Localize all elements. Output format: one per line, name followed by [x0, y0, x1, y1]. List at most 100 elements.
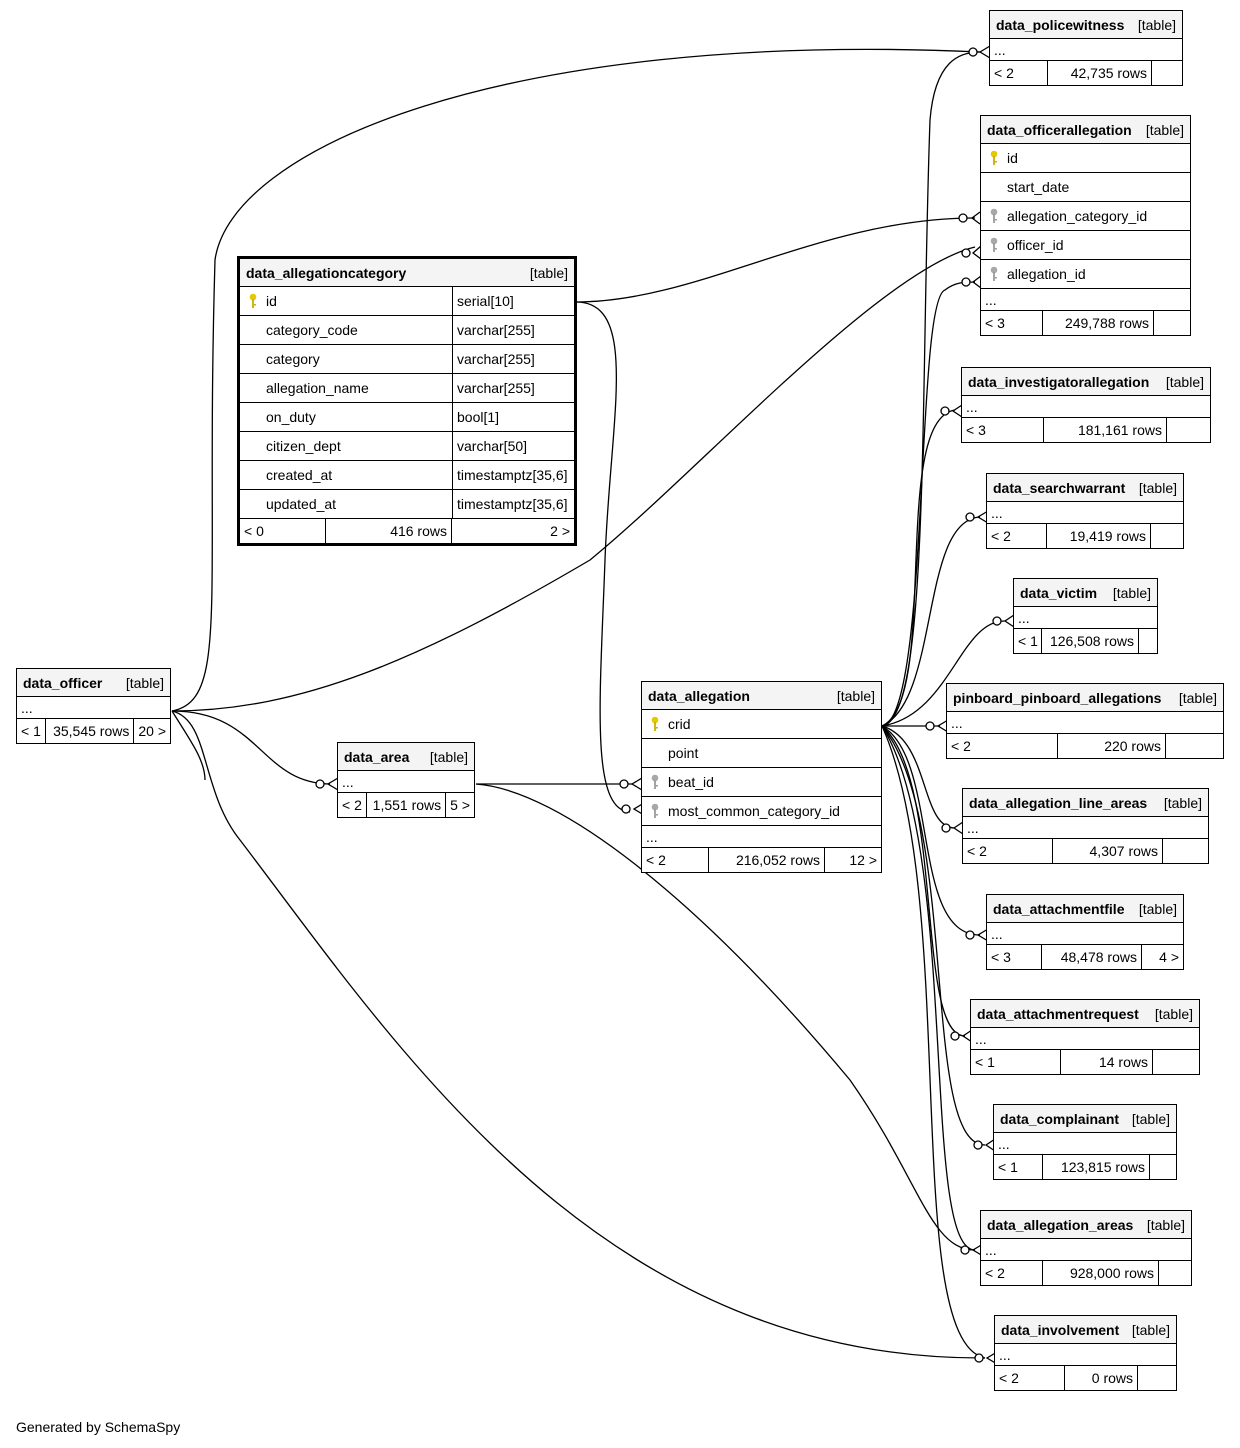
child-count[interactable]: 5 >	[450, 797, 470, 813]
row-count: 35,545 rows	[46, 719, 135, 743]
column-row[interactable]: citizen_dept varchar[50]	[240, 432, 574, 461]
column-row[interactable]: most_common_category_id	[642, 797, 881, 826]
column-name: crid	[668, 716, 691, 732]
child-count[interactable]	[1166, 734, 1223, 758]
primary-key-icon	[642, 716, 668, 732]
column-row[interactable]: category_code varchar[255]	[240, 316, 574, 345]
column-row[interactable]: allegation_category_id	[981, 202, 1190, 231]
table-footer: < 3 48,478 rows 4 >	[987, 945, 1183, 969]
parent-count[interactable]: < 2	[338, 793, 367, 817]
parent-count[interactable]: < 2	[642, 848, 709, 872]
table-name: data_area	[344, 748, 410, 765]
child-count[interactable]	[1153, 1050, 1199, 1074]
child-count[interactable]	[1163, 839, 1208, 863]
columns-ellipsis: ...	[990, 39, 1182, 61]
child-count[interactable]: 12 >	[849, 852, 877, 868]
table-data-allegation-areas[interactable]: data_allegation_areas [table] ... < 2 92…	[980, 1210, 1192, 1286]
generator-credit: Generated by SchemaSpy	[16, 1419, 181, 1435]
column-row[interactable]: point	[642, 739, 881, 768]
row-count: 4,307 rows	[1053, 839, 1163, 863]
table-footer: < 2 928,000 rows	[981, 1261, 1191, 1285]
parent-count[interactable]: < 2	[981, 1261, 1043, 1285]
table-footer: < 2 220 rows	[947, 734, 1223, 758]
table-footer: < 1 123,815 rows	[994, 1155, 1176, 1179]
child-count[interactable]	[1159, 1261, 1191, 1285]
child-count[interactable]	[1167, 418, 1210, 442]
column-row[interactable]: officer_id	[981, 231, 1190, 260]
table-footer: < 2 0 rows	[995, 1366, 1176, 1390]
column-name: allegation_id	[1007, 266, 1086, 282]
parent-count[interactable]: < 3	[962, 418, 1044, 442]
parent-count[interactable]: < 3	[987, 945, 1042, 969]
table-header: data_investigatorallegation [table]	[962, 368, 1210, 396]
table-data-officerallegation[interactable]: data_officerallegation [table] id start_…	[980, 115, 1191, 336]
table-data-victim[interactable]: data_victim [table] ... < 1 126,508 rows	[1013, 578, 1158, 654]
column-row[interactable]: allegation_name varchar[255]	[240, 374, 574, 403]
table-data-area[interactable]: data_area [table] ... < 2 1,551 rows 5 >	[337, 742, 475, 818]
table-data-officer[interactable]: data_officer [table] ... < 1 35,545 rows…	[16, 668, 171, 744]
parent-count[interactable]: < 1	[994, 1155, 1043, 1179]
column-row[interactable]: created_at timestamptz[35,6]	[240, 461, 574, 490]
child-count[interactable]	[1152, 61, 1182, 85]
child-count[interactable]	[1154, 311, 1190, 335]
table-name: pinboard_pinboard_allegations	[953, 689, 1162, 706]
table-data-involvement[interactable]: data_involvement [table] ... < 2 0 rows	[994, 1315, 1177, 1391]
parent-count[interactable]: < 2	[995, 1366, 1065, 1390]
table-data-allegation-line-areas[interactable]: data_allegation_line_areas [table] ... <…	[962, 788, 1209, 864]
columns-ellipsis: ...	[987, 502, 1183, 524]
parent-count[interactable]: < 2	[990, 61, 1048, 85]
table-header: data_allegation [table]	[642, 682, 881, 710]
row-count: 42,735 rows	[1048, 61, 1152, 85]
columns-ellipsis: ...	[1014, 607, 1157, 629]
table-data-allegation[interactable]: data_allegation [table] crid point beat_…	[641, 681, 882, 873]
table-data-allegationcategory[interactable]: data_allegationcategory [table] id seria…	[237, 256, 577, 546]
columns-ellipsis: ...	[994, 1133, 1176, 1155]
column-name: officer_id	[1007, 237, 1064, 253]
column-row[interactable]: category varchar[255]	[240, 345, 574, 374]
foreign-key-icon	[642, 803, 668, 819]
column-name: most_common_category_id	[668, 803, 840, 819]
child-count[interactable]: 4 >	[1159, 949, 1179, 965]
child-count[interactable]	[1151, 524, 1183, 548]
parent-count[interactable]: < 0	[240, 519, 326, 543]
column-row[interactable]: updated_at timestamptz[35,6]	[240, 490, 574, 519]
table-footer: < 1 35,545 rows 20 >	[17, 719, 170, 743]
column-row[interactable]: beat_id	[642, 768, 881, 797]
column-type: varchar[255]	[452, 316, 574, 344]
column-row[interactable]: on_duty bool[1]	[240, 403, 574, 432]
table-name: data_allegation_areas	[987, 1216, 1134, 1233]
table-data-searchwarrant[interactable]: data_searchwarrant [table] ... < 2 19,41…	[986, 473, 1184, 549]
table-pinboard-pinboard-allegations[interactable]: pinboard_pinboard_allegations [table] ..…	[946, 683, 1224, 759]
table-name: data_searchwarrant	[993, 479, 1126, 496]
row-count: 249,788 rows	[1043, 311, 1154, 335]
parent-count[interactable]: < 2	[947, 734, 1058, 758]
table-data-policewitness[interactable]: data_policewitness [table] ... < 2 42,73…	[989, 10, 1183, 86]
column-name: allegation_name	[266, 380, 369, 396]
parent-count[interactable]: < 1	[1014, 629, 1042, 653]
child-count[interactable]: 20 >	[138, 723, 166, 739]
parent-count[interactable]: < 3	[981, 311, 1043, 335]
parent-count[interactable]: < 2	[987, 524, 1047, 548]
table-data-attachmentrequest[interactable]: data_attachmentrequest [table] ... < 1 1…	[970, 999, 1200, 1075]
column-row[interactable]: start_date	[981, 173, 1190, 202]
column-row[interactable]: allegation_id	[981, 260, 1190, 289]
table-data-complainant[interactable]: data_complainant [table] ... < 1 123,815…	[993, 1104, 1177, 1180]
child-count[interactable]	[1139, 629, 1157, 653]
row-count: 216,052 rows	[709, 848, 825, 872]
column-row[interactable]: id serial[10]	[240, 287, 574, 316]
parent-count[interactable]: < 1	[17, 719, 46, 743]
child-count[interactable]	[1150, 1155, 1176, 1179]
table-data-attachmentfile[interactable]: data_attachmentfile [table] ... < 3 48,4…	[986, 894, 1184, 970]
child-count[interactable]: 2 >	[550, 523, 570, 539]
column-row[interactable]: id	[981, 144, 1190, 173]
table-footer: < 1 14 rows	[971, 1050, 1199, 1074]
table-data-investigatorallegation[interactable]: data_investigatorallegation [table] ... …	[961, 367, 1211, 443]
table-header: pinboard_pinboard_allegations [table]	[947, 684, 1223, 712]
column-row[interactable]: crid	[642, 710, 881, 739]
parent-count[interactable]: < 1	[971, 1050, 1061, 1074]
child-count[interactable]	[1138, 1366, 1176, 1390]
column-type: varchar[50]	[452, 432, 574, 460]
parent-count[interactable]: < 2	[963, 839, 1053, 863]
edge-allegation-involvement	[881, 725, 986, 1359]
table-type: [table]	[1138, 479, 1177, 496]
